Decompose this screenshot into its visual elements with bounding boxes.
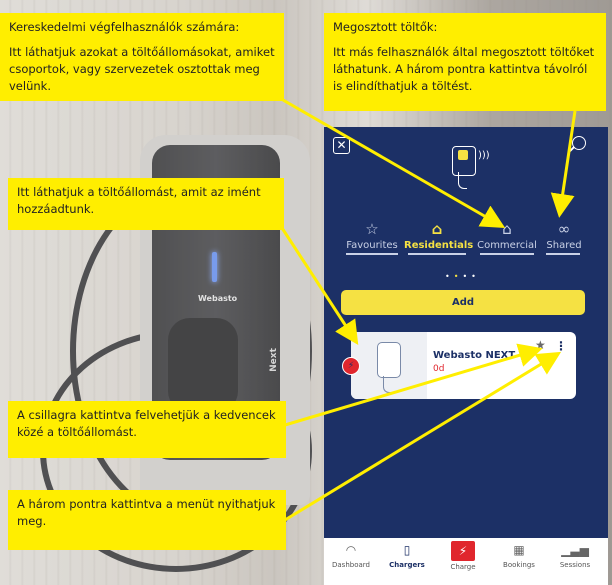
tab-commercial[interactable]: ⌂ Commercial xyxy=(476,220,538,251)
home-icon: ⌂ xyxy=(431,220,443,238)
shared-rings-icon: ∞ xyxy=(557,220,571,238)
add-button[interactable]: Add xyxy=(341,290,585,315)
tab-underline xyxy=(346,253,398,255)
tab-label: Favourites xyxy=(346,240,398,251)
charger-thumbnail-cord xyxy=(383,376,394,393)
nav-label: Dashboard xyxy=(332,561,370,569)
callout-body: A csillagra kattintva felvehetjük a kedv… xyxy=(17,408,276,439)
tab-residentials[interactable]: ⌂ Residentials xyxy=(404,220,474,251)
wireless-icon: ))) xyxy=(478,150,490,161)
page-dots: •••• xyxy=(445,272,480,281)
arrow-menu xyxy=(284,351,562,522)
callout-body: Itt láthatjuk a töltőállomást, amit az i… xyxy=(17,185,261,216)
nav-dashboard[interactable]: ◠ Dashboard xyxy=(323,541,379,569)
callout-star: A csillagra kattintva felvehetjük a kedv… xyxy=(8,401,286,458)
callout-shared: Megosztott töltők: Itt más felhasználók … xyxy=(324,13,606,111)
charger-logo: Webasto xyxy=(198,294,238,303)
tab-underline xyxy=(480,253,534,255)
bolt-icon: ⚡ xyxy=(451,541,475,561)
tab-shared[interactable]: ∞ Shared xyxy=(542,220,586,251)
star-outline-icon: ☆ xyxy=(365,220,379,238)
more-options-icon[interactable]: ⋮ xyxy=(555,339,567,353)
nav-label: Bookings xyxy=(503,561,535,569)
callout-menu: A három pontra kattintva a menüt nyithat… xyxy=(8,490,286,550)
callout-title: Megosztott töltők: xyxy=(333,20,438,34)
bolt-icon xyxy=(458,150,468,160)
nav-sessions[interactable]: ▁▃▅ Sessions xyxy=(547,541,603,569)
arrow-added xyxy=(280,227,359,346)
gauge-icon: ◠ xyxy=(345,543,357,557)
charger-alert-icon: ⚡ xyxy=(342,357,360,375)
charger-thumbnail-body xyxy=(377,342,401,378)
charger-status: 0d xyxy=(433,364,445,374)
nav-label: Sessions xyxy=(559,561,591,569)
charger-name: Webasto NEXT xyxy=(433,350,516,361)
arrow-star xyxy=(284,343,543,427)
nav-bookings[interactable]: ▦ Bookings xyxy=(491,541,547,569)
tab-underline xyxy=(546,253,580,255)
charger-plug-holder xyxy=(168,318,238,413)
search-icon[interactable] xyxy=(572,136,586,150)
tab-label: Residentials xyxy=(404,240,474,251)
nav-label: Chargers xyxy=(389,561,425,569)
charger-icon: ▯ xyxy=(403,543,411,557)
tab-label: Shared xyxy=(546,240,582,251)
arrow-shared xyxy=(550,110,577,218)
nav-label: Charge xyxy=(450,563,476,571)
callout-body: Itt más felhasználók által megosztott tö… xyxy=(333,45,595,93)
tab-favourites[interactable]: ☆ Favourites xyxy=(344,220,400,251)
close-button[interactable]: ✕ xyxy=(333,137,350,154)
bars-icon: ▁▃▅ xyxy=(561,543,589,557)
nav-chargers[interactable]: ▯ Chargers xyxy=(379,541,435,569)
arrow-retail xyxy=(282,98,506,228)
tab-label: Commercial xyxy=(477,240,537,251)
cable-icon xyxy=(458,172,467,189)
callout-body: Itt láthatjuk azokat a töltőállomásokat,… xyxy=(9,45,275,93)
calendar-icon: ▦ xyxy=(513,543,525,557)
callout-retail: Kereskedelmi végfelhasználók számára: It… xyxy=(0,13,284,101)
callout-title: Kereskedelmi végfelhasználók számára: xyxy=(9,20,240,34)
building-icon: ⌂ xyxy=(502,220,512,238)
charger-led xyxy=(212,252,217,282)
callout-body: A három pontra kattintva a menüt nyithat… xyxy=(17,497,276,528)
nav-charge[interactable]: ⚡ Charge xyxy=(435,541,491,571)
tab-underline-active xyxy=(408,253,466,255)
callout-added: Itt láthatjuk a töltőállomást, amit az i… xyxy=(8,178,284,230)
